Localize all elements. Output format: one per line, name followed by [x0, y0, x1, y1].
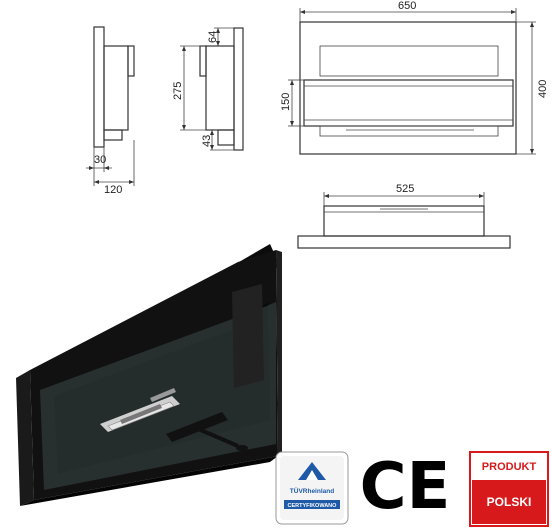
- burner: [100, 388, 180, 432]
- dim-650-label: 650: [398, 0, 416, 12]
- ce-mark-text: CE: [360, 450, 451, 524]
- dim-43-label: 43: [201, 135, 213, 147]
- dim-30-label: 30: [94, 154, 106, 166]
- dim-150-label: 150: [280, 93, 292, 111]
- front-view: 650 400 150: [280, 0, 549, 155]
- dim-120-label: 120: [104, 184, 122, 196]
- produkt-top-text: PRODUKT: [482, 461, 537, 473]
- top-view: 525: [297, 183, 511, 249]
- ce-mark: CE: [360, 450, 451, 524]
- dim-275-label: 275: [172, 82, 184, 100]
- dim-525-label: 525: [396, 183, 414, 195]
- tuv-sub: CERTYFIKOWANO: [288, 503, 338, 509]
- tuv-name: TÜVRheinland: [290, 486, 334, 495]
- extinguisher-tool: [166, 412, 248, 451]
- produkt-polski-badge: PRODUKT POLSKI: [469, 451, 549, 527]
- side-view-middle: 275 64 43: [172, 27, 244, 151]
- dim-64-label: 64: [207, 31, 219, 43]
- side-view-left: 30 120: [86, 26, 135, 196]
- fireplace-render: [16, 244, 282, 506]
- produkt-bottom-text: POLSKI: [487, 495, 532, 509]
- tuv-badge: TÜVRheinland CERTYFIKOWANO: [275, 451, 349, 525]
- dim-400-label: 400: [537, 80, 549, 98]
